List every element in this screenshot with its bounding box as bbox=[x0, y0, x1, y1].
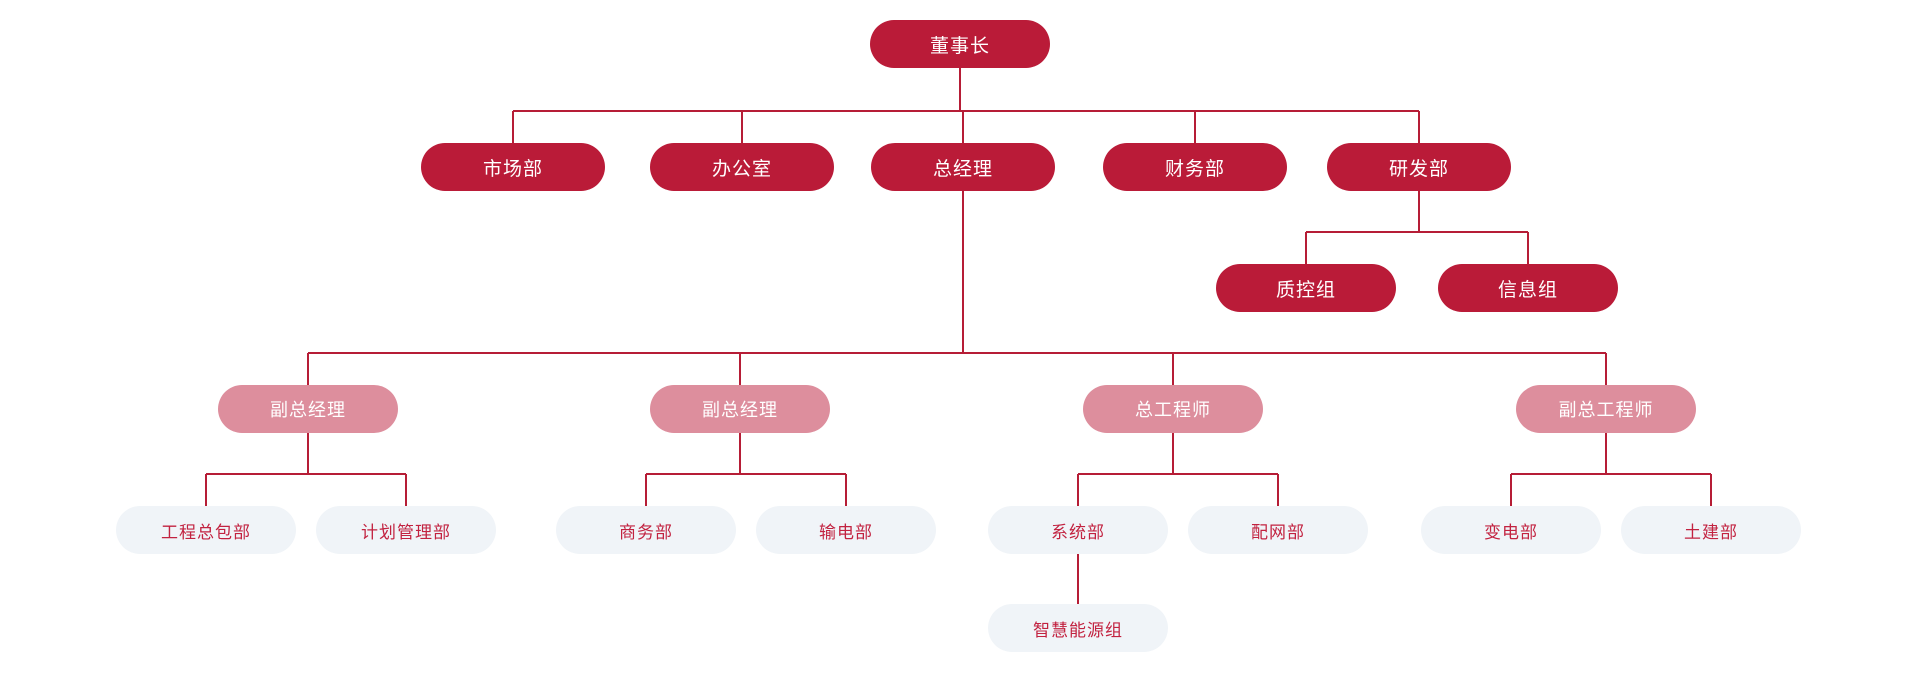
org-node-system[interactable]: 系统部 bbox=[988, 506, 1168, 554]
org-node-epc[interactable]: 工程总包部 bbox=[116, 506, 296, 554]
org-node-marketing[interactable]: 市场部 bbox=[421, 143, 605, 191]
org-node-transmission[interactable]: 输电部 bbox=[756, 506, 936, 554]
org-node-deputy-chief-engineer[interactable]: 副总工程师 bbox=[1516, 385, 1696, 433]
org-node-planning[interactable]: 计划管理部 bbox=[316, 506, 496, 554]
org-node-civil[interactable]: 土建部 bbox=[1621, 506, 1801, 554]
org-node-rnd[interactable]: 研发部 bbox=[1327, 143, 1511, 191]
org-node-chief-engineer[interactable]: 总工程师 bbox=[1083, 385, 1263, 433]
org-node-chairman[interactable]: 董事长 bbox=[870, 20, 1050, 68]
org-node-distribution[interactable]: 配网部 bbox=[1188, 506, 1368, 554]
org-node-deputy-gm-1[interactable]: 副总经理 bbox=[218, 385, 398, 433]
org-node-qc-group[interactable]: 质控组 bbox=[1216, 264, 1396, 312]
org-node-general-manager[interactable]: 总经理 bbox=[871, 143, 1055, 191]
org-node-office[interactable]: 办公室 bbox=[650, 143, 834, 191]
org-node-substation[interactable]: 变电部 bbox=[1421, 506, 1601, 554]
org-node-smart-energy[interactable]: 智慧能源组 bbox=[988, 604, 1168, 652]
org-node-commerce[interactable]: 商务部 bbox=[556, 506, 736, 554]
org-node-finance[interactable]: 财务部 bbox=[1103, 143, 1287, 191]
org-node-deputy-gm-2[interactable]: 副总经理 bbox=[650, 385, 830, 433]
org-node-info-group[interactable]: 信息组 bbox=[1438, 264, 1618, 312]
